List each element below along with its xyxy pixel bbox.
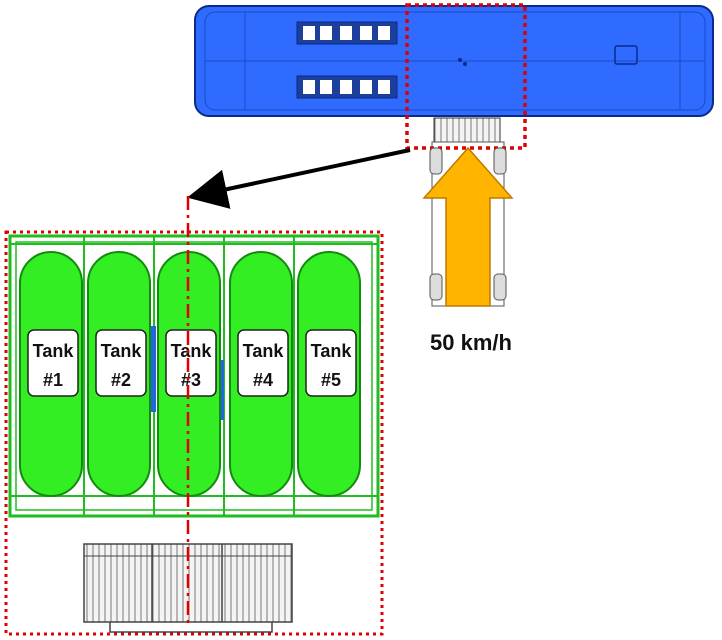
- roof-unit-lower: [296, 75, 398, 99]
- detail-pointer-arrow: [187, 148, 411, 209]
- tank-label-line1: Tank: [33, 341, 75, 361]
- tank-label-line1: Tank: [171, 341, 213, 361]
- tank-label-line1: Tank: [311, 341, 353, 361]
- detail-frame: [4, 230, 384, 636]
- bus-top-view: [194, 3, 714, 150]
- direction-arrow: [422, 146, 514, 307]
- tank-3: Tank #3: [157, 251, 221, 497]
- tank-5: Tank #5: [297, 251, 361, 497]
- tank-label-line2: #1: [43, 370, 63, 390]
- impact-trolley: [422, 117, 514, 307]
- roof-hatch: [614, 45, 638, 65]
- tank-label-line2: #4: [253, 370, 273, 390]
- tank-label-line2: #3: [181, 370, 201, 390]
- tank-label-line1: Tank: [243, 341, 285, 361]
- roof-unit-upper: [296, 21, 398, 45]
- tank-4: Tank #4: [229, 251, 293, 497]
- tank-label-line1: Tank: [101, 341, 143, 361]
- tank-label-line2: #2: [111, 370, 131, 390]
- tank-1: Tank #1: [19, 251, 83, 497]
- tank-rack-detail: Tank #1 Tank #2 Tank #3 Tank #4 Tank #5: [4, 196, 384, 636]
- speed-label: 50 km/h: [430, 330, 512, 355]
- tank-2: Tank #2: [87, 251, 151, 497]
- tank-label-line2: #5: [321, 370, 341, 390]
- impact-zone-highlight: [405, 3, 527, 150]
